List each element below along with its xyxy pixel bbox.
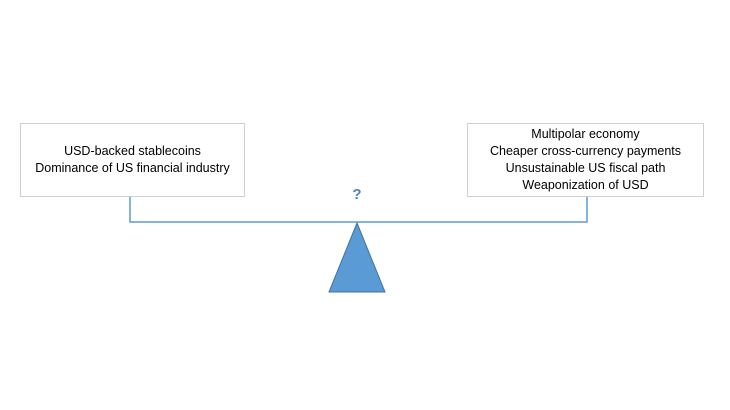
right-factor-4: Weaponization of USD — [522, 178, 649, 192]
left-factors-box: USD-backed stablecoins Dominance of US f… — [20, 123, 245, 197]
right-factor-1: Multipolar economy — [531, 127, 640, 141]
question-mark: ? — [352, 186, 362, 203]
right-factors-box: Multipolar economy Cheaper cross-currenc… — [467, 123, 704, 197]
fulcrum-triangle — [328, 221, 386, 293]
right-factor-3: Unsustainable US fiscal path — [505, 161, 666, 175]
left-factor-1: USD-backed stablecoins — [64, 144, 201, 158]
balance-beam — [129, 197, 588, 223]
right-factor-2: Cheaper cross-currency payments — [489, 144, 682, 158]
left-factor-2: Dominance of US financial industry — [35, 161, 230, 175]
